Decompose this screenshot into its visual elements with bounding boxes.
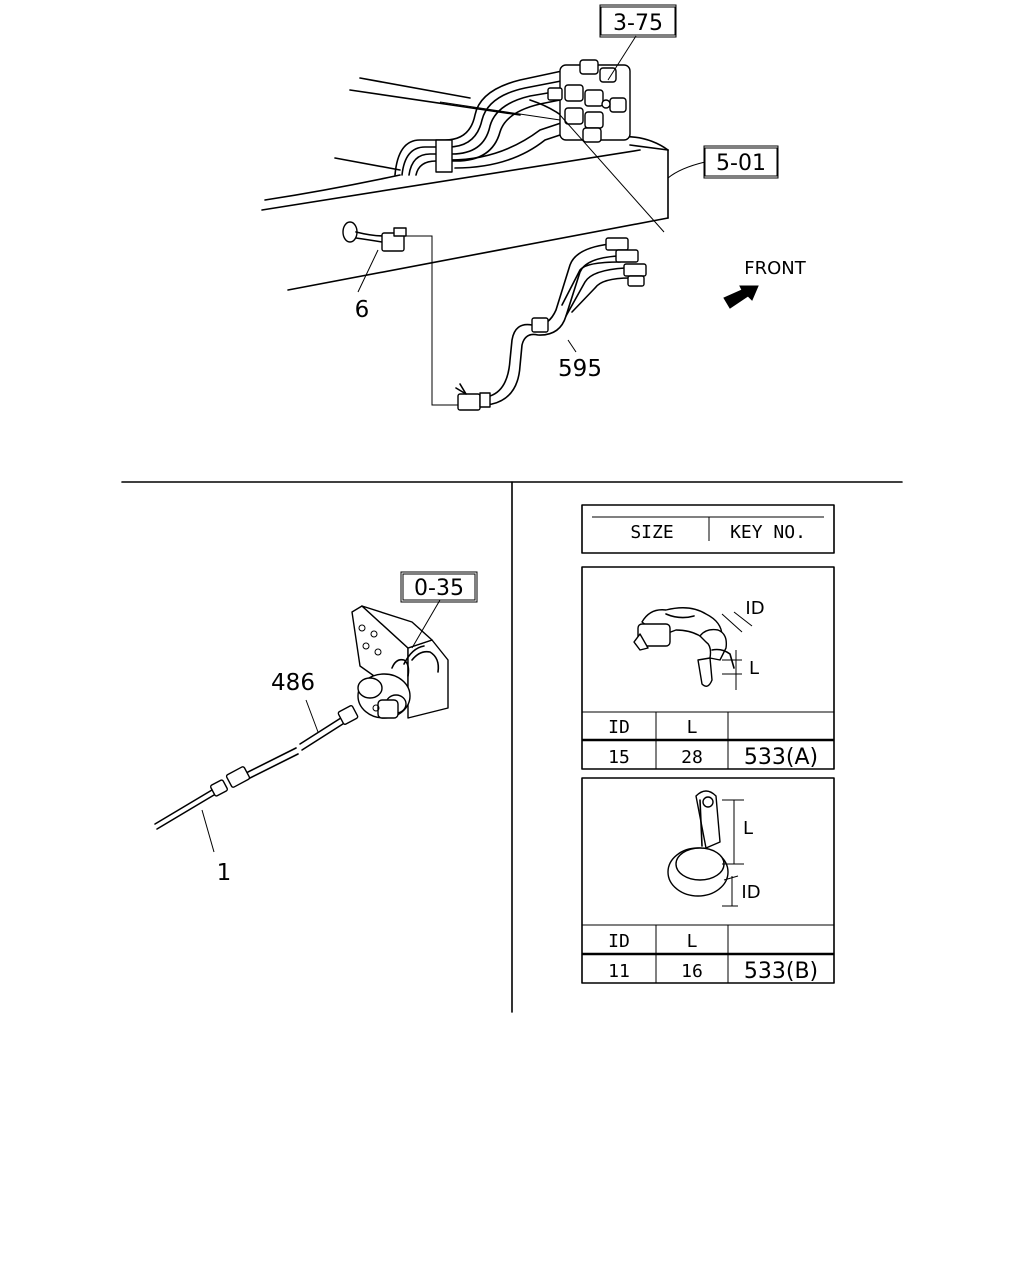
header-size: SIZE (630, 522, 673, 543)
part-595-harness (455, 237, 647, 411)
clip-b-l-value: 16 (681, 961, 703, 982)
junction-block (547, 59, 631, 143)
callout-3-75: 3-75 (613, 11, 663, 36)
clip-a-drawing (633, 607, 753, 690)
clip-a-l-value: 28 (681, 747, 703, 768)
label-part-6: 6 (355, 297, 370, 323)
label-part-595: 595 (558, 356, 602, 382)
clip-b-id-value: 11 (608, 961, 630, 982)
clip-b-col-id: ID (608, 931, 630, 952)
header-key-no: KEY NO. (730, 522, 806, 543)
part-6-sensor (342, 221, 462, 406)
size-table-header: SIZE KEY NO. (581, 504, 835, 554)
brake-pipes (394, 64, 596, 176)
clip-a-dim-l: L (749, 658, 759, 679)
clip-a-col-id: ID (608, 717, 630, 738)
callout-box-3-75 (600, 6, 676, 36)
clip-b-drawing (667, 790, 744, 907)
clip-b-dim-id: ID (741, 882, 760, 903)
clip-a-col-l: L (687, 717, 698, 738)
clip-a-dim-id: ID (745, 598, 764, 619)
frame-rail-assembly (261, 77, 669, 291)
switch-bracket-assembly (351, 605, 449, 719)
label-part-486: 486 (271, 670, 315, 696)
clip-b-panel: L ID ID L 11 16 533(B) (581, 777, 835, 984)
clip-a-key-no: 533(A) (744, 745, 818, 770)
clip-b-dim-l: L (743, 818, 753, 839)
label-front: FRONT (744, 258, 806, 279)
clip-b-key-no: 533(B) (744, 959, 818, 984)
callout-0-35: 0-35 (414, 576, 464, 601)
clip-a-id-value: 15 (608, 747, 630, 768)
callout-5-01: 5-01 (716, 151, 766, 176)
clip-b-col-l: L (687, 931, 698, 952)
part-486-harness (210, 705, 359, 797)
front-arrow-icon (723, 285, 759, 309)
label-part-1: 1 (217, 860, 232, 886)
part-1-wire (154, 789, 215, 830)
clip-a-panel: ID L ID L 15 28 533(A) (581, 566, 835, 770)
